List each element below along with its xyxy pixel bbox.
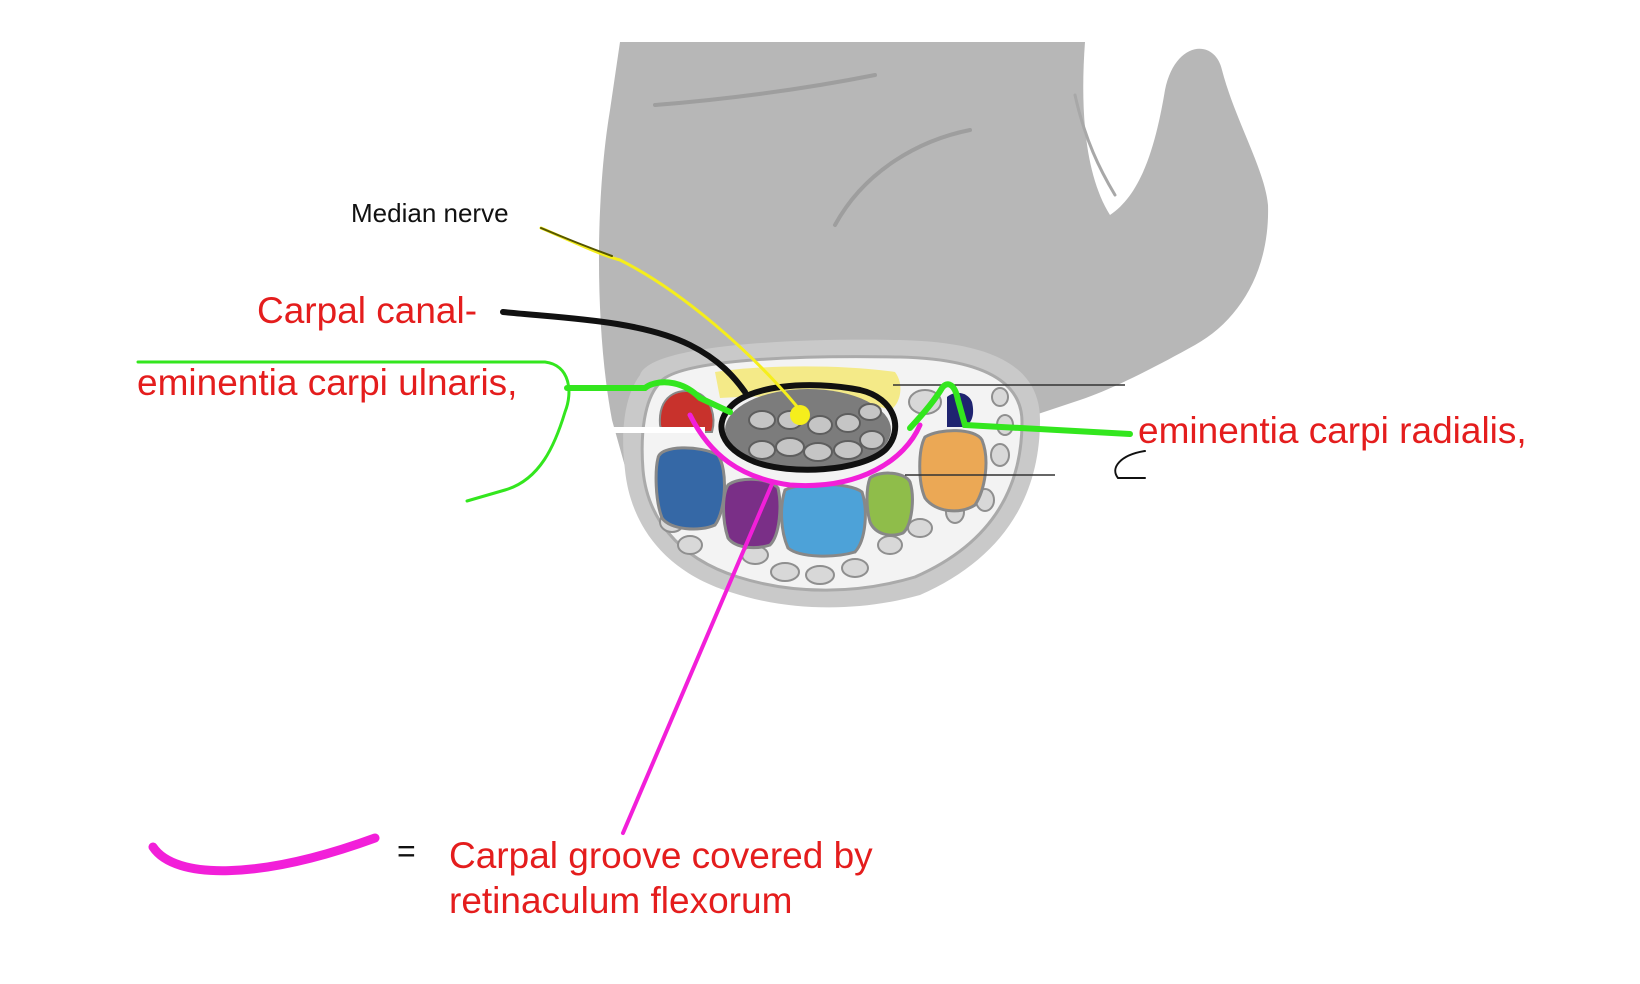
thumb-crease bbox=[1073, 93, 1117, 197]
carpal-canal-pointer bbox=[500, 309, 748, 395]
hamate-bone bbox=[654, 446, 726, 531]
carpal-groove-pointer bbox=[621, 482, 774, 835]
median-nerve-label: Median nerve bbox=[351, 198, 509, 228]
radial-eminence-curve bbox=[907, 381, 1133, 437]
groove-legend-swatch bbox=[148, 833, 380, 876]
labels: Median nerve Carpal canal- eminentia car… bbox=[137, 198, 1527, 921]
carpal-groove-label-line2: retinaculum flexorum bbox=[449, 880, 792, 921]
median-nerve-dot bbox=[790, 405, 810, 425]
eminentia-ulnaris-label: eminentia carpi ulnaris, bbox=[137, 362, 517, 403]
scaphoid-bone bbox=[918, 429, 988, 513]
finger-crease-2 bbox=[833, 128, 972, 227]
pisiform-bone bbox=[658, 390, 715, 433]
trapezium-bone bbox=[865, 471, 914, 537]
annotation-strokes bbox=[136, 226, 1146, 876]
carpal-groove-label-line1: Carpal groove covered by bbox=[449, 835, 873, 876]
trapezoid-bone bbox=[780, 482, 867, 558]
legend-equals-sign: = bbox=[397, 833, 416, 869]
median-nerve-pointer-dark bbox=[540, 227, 613, 257]
ulnar-eminence-curve bbox=[564, 379, 733, 415]
flexor-tendons bbox=[748, 403, 885, 462]
carpal-groove-curve bbox=[687, 412, 923, 489]
eminentia-radialis-label: eminentia carpi radialis, bbox=[1138, 410, 1527, 451]
radial-bracket-mark bbox=[1114, 450, 1146, 479]
ulnar-eminence-bracket bbox=[136, 360, 571, 503]
carpal-canal-label: Carpal canal- bbox=[257, 290, 477, 331]
carpal-canal-outline bbox=[718, 382, 899, 473]
finger-crease-1 bbox=[653, 73, 877, 107]
